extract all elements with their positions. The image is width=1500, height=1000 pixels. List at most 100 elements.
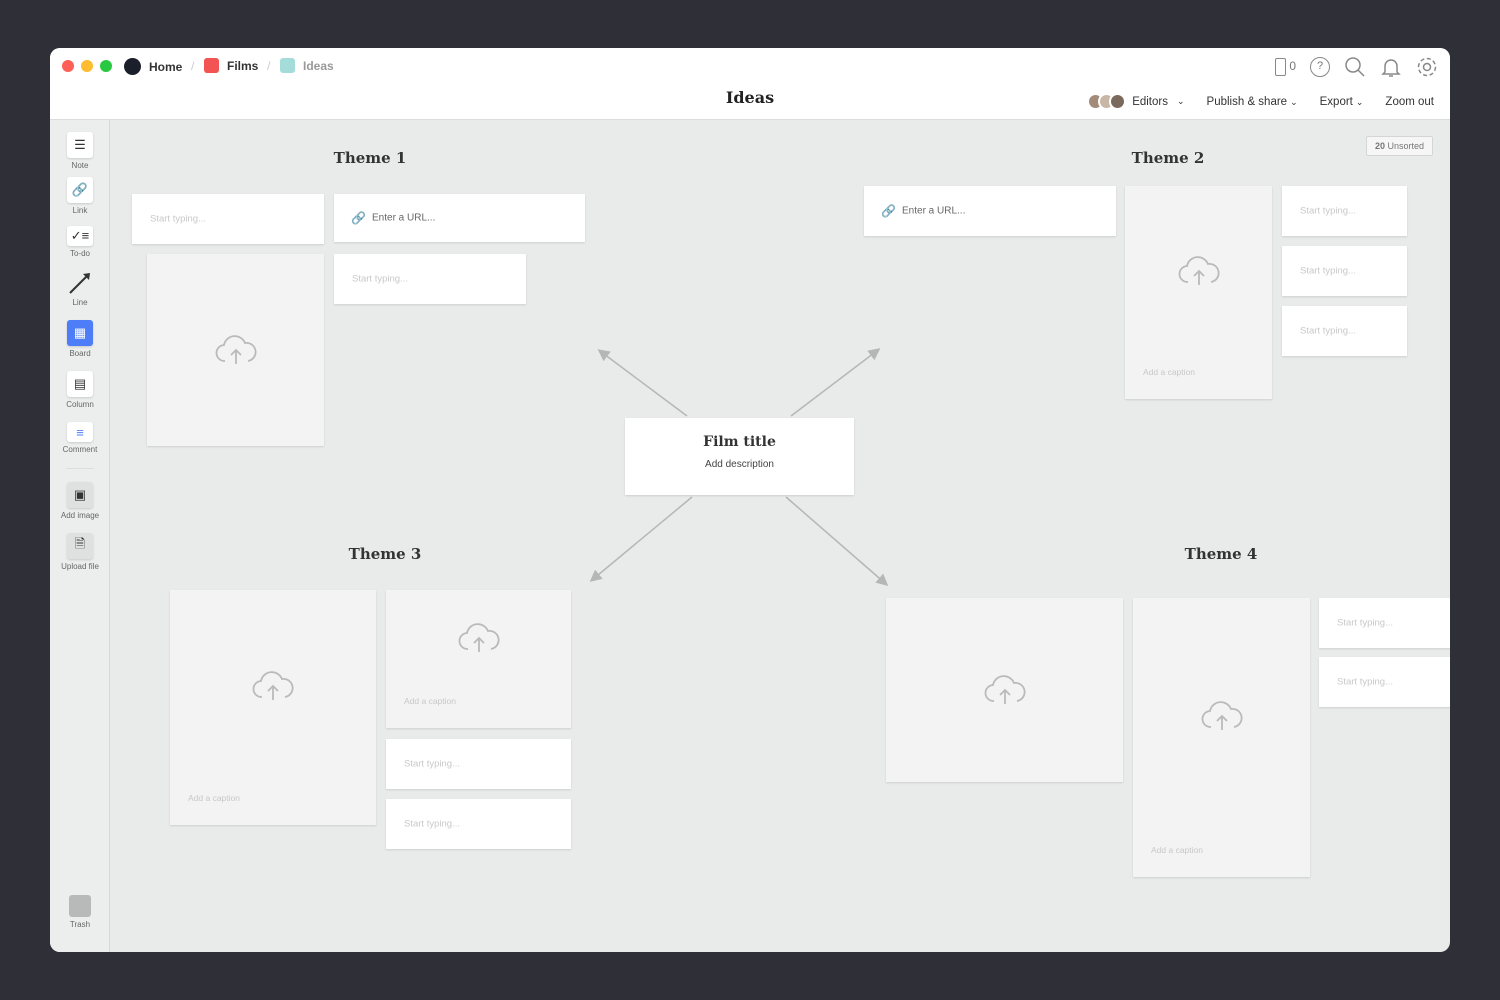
breadcrumb-films[interactable]: Films bbox=[204, 58, 258, 73]
note-card[interactable]: Start typing... bbox=[334, 254, 526, 304]
image-drop-area[interactable] bbox=[1133, 598, 1310, 834]
gear-icon[interactable] bbox=[1416, 56, 1438, 78]
note-card[interactable]: Start typing... bbox=[1319, 598, 1450, 648]
link-card[interactable]: 🔗Enter a URL... bbox=[864, 186, 1116, 236]
note-placeholder[interactable]: Start typing... bbox=[1337, 676, 1393, 688]
column-icon: ▤ bbox=[67, 371, 93, 397]
upload-cloud-icon bbox=[1201, 701, 1242, 730]
note-card[interactable]: Start typing... bbox=[1319, 657, 1450, 707]
note-card[interactable]: Start typing... bbox=[1282, 246, 1407, 296]
device-icon[interactable]: 0 bbox=[1274, 58, 1296, 76]
upload-cloud-icon bbox=[215, 335, 256, 364]
page-title: Ideas bbox=[725, 88, 775, 107]
breadcrumb-separator: / bbox=[191, 59, 195, 73]
image-upload-card[interactable]: Add a caption bbox=[1125, 186, 1272, 399]
tool-label: Upload file bbox=[61, 562, 99, 571]
film-description[interactable]: Add description bbox=[705, 459, 774, 470]
arrow-theme-2[interactable] bbox=[790, 348, 881, 417]
note-placeholder[interactable]: Start typing... bbox=[1300, 205, 1356, 217]
note-card[interactable]: Start typing... bbox=[1282, 306, 1407, 356]
export-label: Export bbox=[1319, 95, 1353, 108]
editors-label: Editors bbox=[1132, 95, 1168, 108]
caption-input[interactable]: Add a caption bbox=[1151, 845, 1203, 855]
arrow-theme-3[interactable] bbox=[589, 496, 693, 582]
caption-input[interactable]: Add a caption bbox=[188, 793, 240, 803]
tool-line[interactable]: Line bbox=[50, 270, 110, 307]
publish-label: Publish & share bbox=[1206, 95, 1288, 108]
maximize-window-button[interactable] bbox=[100, 60, 112, 72]
link-card[interactable]: 🔗 Enter a URL... bbox=[334, 194, 585, 242]
url-input[interactable]: Enter a URL... bbox=[902, 205, 966, 217]
close-window-button[interactable] bbox=[62, 60, 74, 72]
image-upload-card[interactable]: Add a caption bbox=[170, 590, 376, 825]
home-logo-icon bbox=[124, 58, 141, 75]
arrow-theme-1[interactable] bbox=[597, 349, 688, 417]
tool-comment[interactable]: ≡Comment bbox=[50, 422, 110, 454]
trash-button[interactable]: Trash bbox=[50, 895, 110, 929]
unsorted-badge[interactable]: 20 Unsorted bbox=[1366, 136, 1433, 156]
publish-share-button[interactable]: Publish & share⌄ bbox=[1207, 96, 1298, 108]
tool-board[interactable]: ▦Board bbox=[50, 320, 110, 358]
bell-icon[interactable] bbox=[1380, 56, 1402, 78]
file-icon: 🗎 bbox=[67, 533, 93, 559]
film-title[interactable]: Film title bbox=[703, 434, 776, 450]
trash-icon bbox=[69, 895, 91, 917]
tool-label: Add image bbox=[60, 511, 100, 520]
theme-1-title[interactable]: Theme 1 bbox=[333, 149, 407, 167]
image-upload-card[interactable]: Add a caption bbox=[386, 590, 571, 728]
url-input[interactable]: Enter a URL... bbox=[372, 212, 436, 224]
tool-upload-file[interactable]: 🗎 Upload file bbox=[50, 533, 110, 571]
link-icon: 🔗 bbox=[351, 211, 366, 225]
image-upload-card[interactable] bbox=[886, 598, 1123, 782]
upload-cloud-icon bbox=[1178, 256, 1219, 285]
help-icon[interactable]: ? bbox=[1310, 57, 1330, 77]
note-card[interactable]: Start typing... bbox=[132, 194, 324, 244]
todo-icon: ✓≡ bbox=[67, 226, 93, 246]
image-drop-area[interactable] bbox=[1125, 186, 1272, 356]
tool-todo[interactable]: ✓≡To-do bbox=[50, 226, 110, 258]
note-card[interactable]: Start typing... bbox=[386, 799, 571, 849]
note-placeholder[interactable]: Start typing... bbox=[404, 758, 460, 770]
note-placeholder[interactable]: Start typing... bbox=[150, 213, 206, 225]
breadcrumb-label: Films bbox=[227, 58, 259, 73]
image-icon: ▣ bbox=[67, 482, 93, 508]
theme-3-title[interactable]: Theme 3 bbox=[348, 545, 422, 563]
theme-4-title[interactable]: Theme 4 bbox=[1184, 545, 1258, 563]
connector-lines bbox=[589, 348, 889, 586]
note-placeholder[interactable]: Start typing... bbox=[1337, 617, 1393, 629]
image-drop-area[interactable] bbox=[886, 598, 1123, 782]
image-drop-area[interactable] bbox=[386, 590, 571, 685]
tool-link[interactable]: 🔗Link bbox=[50, 177, 110, 215]
tool-label: Board bbox=[69, 349, 91, 358]
caption-input[interactable]: Add a caption bbox=[404, 696, 456, 706]
breadcrumb-home[interactable]: Home bbox=[124, 58, 182, 75]
search-icon[interactable] bbox=[1344, 56, 1366, 78]
tool-sidebar: ☰Note 🔗Link ✓≡To-do Line ▦Board ▤Column … bbox=[50, 120, 110, 952]
minimize-window-button[interactable] bbox=[81, 60, 93, 72]
sidebar-divider bbox=[66, 468, 94, 469]
caption-input[interactable]: Add a caption bbox=[1143, 367, 1195, 377]
breadcrumb-ideas[interactable]: Ideas bbox=[280, 58, 334, 73]
note-placeholder[interactable]: Start typing... bbox=[1300, 325, 1356, 337]
note-placeholder[interactable]: Start typing... bbox=[1300, 265, 1356, 277]
tool-note[interactable]: ☰Note bbox=[50, 132, 110, 170]
note-placeholder[interactable]: Start typing... bbox=[352, 273, 408, 285]
theme-2-title[interactable]: Theme 2 bbox=[1131, 149, 1205, 167]
editors-button[interactable]: Editors⌄ bbox=[1087, 93, 1185, 110]
image-drop-area[interactable] bbox=[147, 254, 324, 446]
image-drop-area[interactable] bbox=[170, 590, 376, 782]
header: Home / Films / Ideas Ideas 0 ? Editors⌄ … bbox=[50, 48, 1450, 120]
note-placeholder[interactable]: Start typing... bbox=[404, 818, 460, 830]
note-card[interactable]: Start typing... bbox=[386, 739, 571, 789]
image-upload-card[interactable]: Add a caption bbox=[1133, 598, 1310, 877]
tool-column[interactable]: ▤Column bbox=[50, 371, 110, 409]
editor-avatars bbox=[1087, 93, 1127, 110]
tool-add-image[interactable]: ▣ Add image bbox=[50, 482, 110, 520]
zoom-out-button[interactable]: Zoom out bbox=[1385, 95, 1434, 108]
unsorted-count: 20 bbox=[1374, 141, 1385, 151]
note-card[interactable]: Start typing... bbox=[1282, 186, 1407, 236]
image-upload-card[interactable] bbox=[147, 254, 324, 446]
arrow-theme-4[interactable] bbox=[785, 496, 889, 586]
film-title-card[interactable]: Film title Add description bbox=[625, 418, 854, 495]
export-button[interactable]: Export⌄ bbox=[1320, 96, 1364, 108]
